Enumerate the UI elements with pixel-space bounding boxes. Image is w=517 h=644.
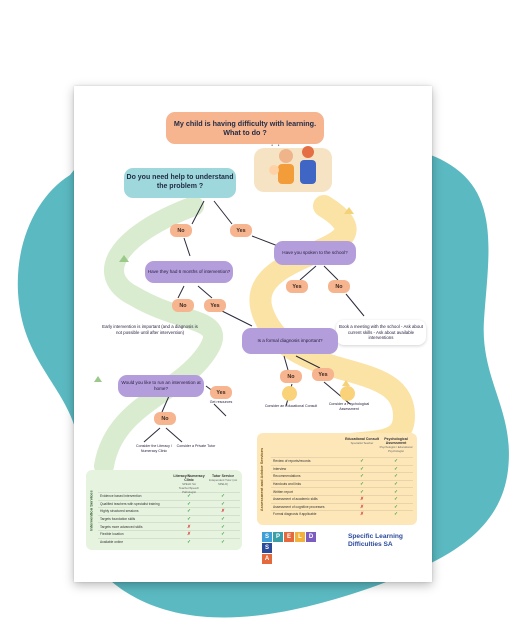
logo-tile: A xyxy=(262,554,272,564)
early-intervention-note: Early intervention is important (and a d… xyxy=(102,324,198,335)
logo-line-2: Difficulties SA xyxy=(348,540,393,548)
no-pill: No xyxy=(154,412,176,425)
yes-pill: Yes xyxy=(230,224,252,237)
table-row: Targets more advanced skills✗✓ xyxy=(98,522,240,530)
flowchart-poster: ? ? My child is having difficulty with l… xyxy=(74,86,432,582)
logo-tile: S xyxy=(262,532,272,542)
logo-tile: P xyxy=(273,532,283,542)
logo-tile: L xyxy=(295,532,305,542)
table-row: Assessment of cognitive processes✗✓ xyxy=(271,502,413,511)
run-at-home-question: Would you like to run an intervention at… xyxy=(118,375,204,397)
help-question-bubble: Do you need help to understand the probl… xyxy=(124,168,236,198)
intervention-table-rows: Evidence based intervention✓✓ Qualified … xyxy=(98,492,240,545)
logo-tile: E xyxy=(284,532,294,542)
yes-pill: Yes xyxy=(204,299,226,312)
yes-note: Get resources xyxy=(209,400,233,404)
main-question-bubble: My child is having difficulty with learn… xyxy=(166,112,324,144)
literacy-clinic-leaf: Consider the Literacy / Numeracy Clinic xyxy=(136,444,172,453)
logo-tile: S xyxy=(262,543,272,553)
table-row: Highly structured sessions✓✗ xyxy=(98,507,240,515)
assessment-table-side-title: Assessment and Advice Services xyxy=(259,447,265,511)
table-row: Qualified teachers with specialist train… xyxy=(98,499,240,508)
yes-pill: Yes xyxy=(286,280,308,293)
educational-consult-leaf: Consider an Educational Consult xyxy=(264,404,318,408)
intervention-months-question: Have they had 6 months of intervention? xyxy=(145,261,233,283)
table-row: Evidence based intervention✓✓ xyxy=(98,492,240,500)
yes-pill: Yes xyxy=(210,386,232,399)
table-row: Formal diagnosis if applicable✗✓ xyxy=(271,510,413,518)
table-row: Interview✓✓ xyxy=(271,464,413,473)
school-meeting-note: Book a meeting with the school - Ask abo… xyxy=(336,320,426,346)
table-row: Written report✓✓ xyxy=(271,487,413,495)
assessment-services-table: Assessment and Advice Services Education… xyxy=(257,433,417,525)
no-pill: No xyxy=(170,224,192,237)
private-tutor-leaf: Consider a Private Tutor xyxy=(176,444,216,448)
table-row: Handouts and links✓✓ xyxy=(271,479,413,488)
yes-pill: Yes xyxy=(312,368,334,381)
logo-wordmark: Specific Learning Difficulties SA xyxy=(348,533,414,549)
no-pill: No xyxy=(280,370,302,383)
logo-line-1: Specific Learning xyxy=(348,533,403,540)
spoken-school-question: Have you spoken to the school? xyxy=(274,241,356,265)
assessment-table-rows: Review of reports/records✓✓ Interview✓✓ … xyxy=(271,457,413,518)
educational-consult-dot xyxy=(282,386,297,401)
table-row: Recommendations✓✓ xyxy=(271,472,413,480)
logo-tile: D xyxy=(306,532,316,542)
psychological-assessment-dot xyxy=(340,386,355,401)
table-row: Available online✓✓ xyxy=(98,537,240,546)
table-row: Targets foundation skills✓✓ xyxy=(98,514,240,523)
intervention-table-side-title: Intervention Services xyxy=(88,489,94,531)
no-pill: No xyxy=(328,280,350,293)
table-row: Review of reports/records✓✓ xyxy=(271,457,413,465)
table-row: Flexible location✗✓ xyxy=(98,529,240,538)
formal-diagnosis-question: Is a formal diagnosis important? xyxy=(242,328,338,354)
no-pill: No xyxy=(172,299,194,312)
psychological-assessment-leaf: Consider a Psychological Assessment xyxy=(328,402,370,411)
table-row: Assessment of academic skills✗✓ xyxy=(271,494,413,503)
intervention-services-table: Intervention Services Literacy/Numeracy … xyxy=(86,470,242,550)
speld-sa-logo: S P E L D S A Specific Learning Difficul… xyxy=(262,530,412,568)
